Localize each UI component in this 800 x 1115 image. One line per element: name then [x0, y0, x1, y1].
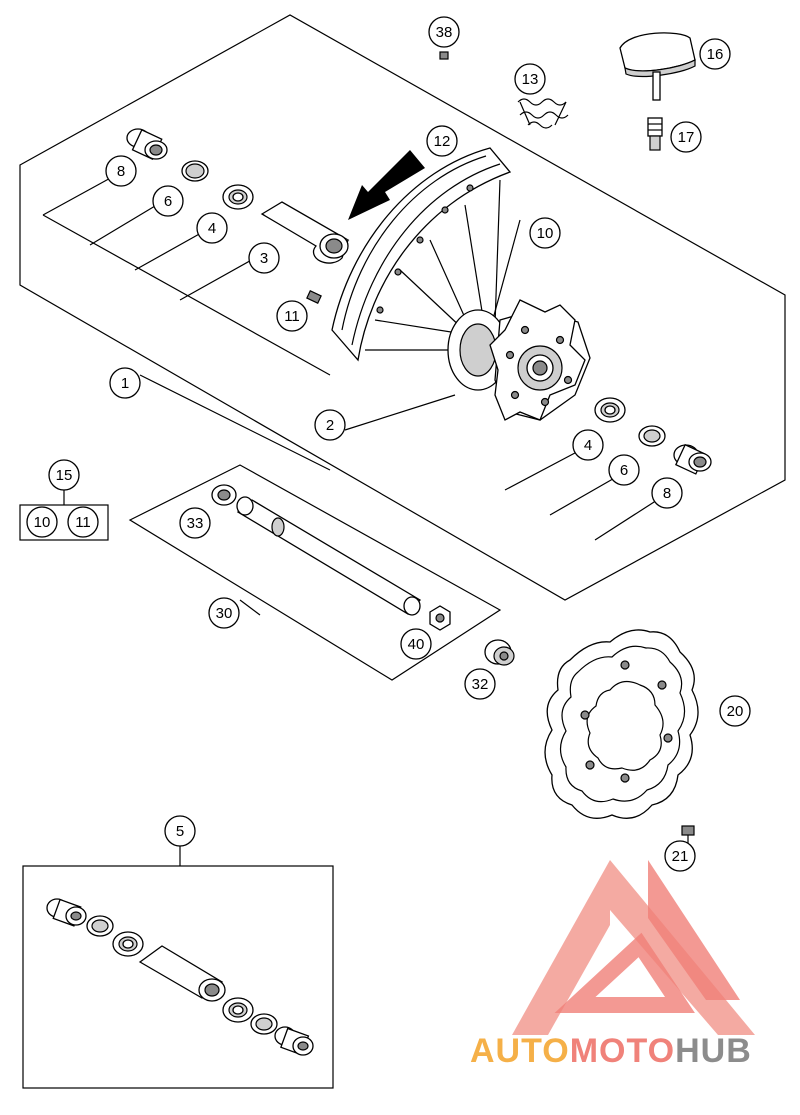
callout-5-label: 5	[176, 823, 184, 840]
callout-15-10: 10	[26, 506, 58, 538]
distance-sleeve-3	[260, 201, 350, 264]
callout-1: 1	[109, 367, 141, 399]
callout-1-label: 1	[121, 375, 129, 392]
callout-4-right: 4	[572, 429, 604, 461]
rim-lock-nut-17	[647, 117, 663, 151]
left-spacer-8	[126, 128, 168, 160]
callout-2: 2	[314, 409, 346, 441]
callout-40: 40	[400, 628, 432, 660]
callout-17-label: 17	[678, 129, 695, 146]
callout-17: 17	[670, 121, 702, 153]
callout-38: 38	[428, 16, 460, 48]
left-seal-6	[181, 160, 209, 182]
callout-4-right-label: 4	[584, 437, 592, 454]
callout-30-label: 30	[216, 605, 233, 622]
callout-10-label: 10	[537, 225, 554, 242]
rim-12	[331, 147, 512, 362]
spacer-32	[484, 639, 515, 666]
watermark-text: AUTOMOTOHUB	[470, 1032, 752, 1070]
callout-5: 5	[164, 815, 196, 847]
callout-33-label: 33	[187, 515, 204, 532]
kit-5-box	[22, 846, 334, 1089]
callout-16-label: 16	[707, 46, 724, 63]
spoke-nipple-11	[306, 290, 322, 304]
callout-12: 12	[426, 125, 458, 157]
callout-13-label: 13	[522, 71, 539, 88]
axle-30	[236, 496, 421, 616]
axle-nut-40	[429, 605, 451, 631]
callout-10: 10	[529, 217, 561, 249]
rim-tape-13	[517, 98, 569, 129]
hub	[447, 299, 591, 421]
callout-3: 3	[248, 242, 280, 274]
callout-21-label: 21	[672, 848, 689, 865]
svg-text:AUTOMOTOHUB: AUTOMOTOHUB	[470, 1032, 752, 1070]
axle-frame-30	[128, 464, 502, 681]
wheel-assembly-frame	[19, 14, 786, 601]
callout-32-label: 32	[472, 676, 489, 693]
callout-12-label: 12	[434, 133, 451, 150]
callout-6-left: 6	[152, 185, 184, 217]
callout-11: 11	[276, 300, 308, 332]
watermark-part-1: AUTO	[470, 1032, 570, 1070]
callout-6-right: 6	[608, 454, 640, 486]
watermark-part-3: HUB	[675, 1032, 752, 1070]
rotation-arrow	[348, 150, 425, 220]
callout-16: 16	[699, 38, 731, 70]
right-seal-6	[638, 425, 666, 447]
callout-3-label: 3	[260, 250, 268, 267]
watermark-part-2: MOTO	[570, 1032, 675, 1070]
callout-6-right-label: 6	[620, 462, 628, 479]
callout-11-label: 11	[284, 308, 300, 325]
callout-15: 15	[48, 459, 80, 491]
callout-32: 32	[464, 668, 496, 700]
callout-8-left-label: 8	[117, 163, 125, 180]
callout-40-label: 40	[408, 636, 425, 653]
right-bearing-4	[594, 397, 626, 423]
axle-seal-33	[211, 484, 237, 506]
brake-disc-20	[544, 629, 699, 819]
kit-15-box	[19, 490, 109, 541]
callout-15-11-label: 11	[75, 514, 91, 531]
callout-8-right: 8	[651, 477, 683, 509]
part-38	[439, 51, 449, 60]
right-spacer-8	[673, 443, 712, 475]
watermark-logo	[512, 860, 755, 1035]
callout-15-11: 11	[67, 506, 99, 538]
callout-20-label: 20	[727, 703, 744, 720]
callout-4-left-label: 4	[208, 220, 216, 237]
callout-38-label: 38	[436, 24, 453, 41]
callout-6-left-label: 6	[164, 193, 172, 210]
callout-15-10-label: 10	[34, 514, 51, 531]
callout-8-right-label: 8	[663, 485, 671, 502]
callout-15-label: 15	[56, 467, 73, 484]
kit-5-parts	[46, 898, 314, 1056]
callout-8-left: 8	[105, 155, 137, 187]
rim-lock-16	[619, 32, 696, 101]
left-bearing-4	[222, 184, 254, 210]
callout-30: 30	[208, 597, 240, 629]
callout-2-label: 2	[326, 417, 334, 434]
callout-20: 20	[719, 695, 751, 727]
callout-13: 13	[514, 63, 546, 95]
callout-4-left: 4	[196, 212, 228, 244]
callout-21: 21	[664, 840, 696, 872]
callout-33: 33	[179, 507, 211, 539]
